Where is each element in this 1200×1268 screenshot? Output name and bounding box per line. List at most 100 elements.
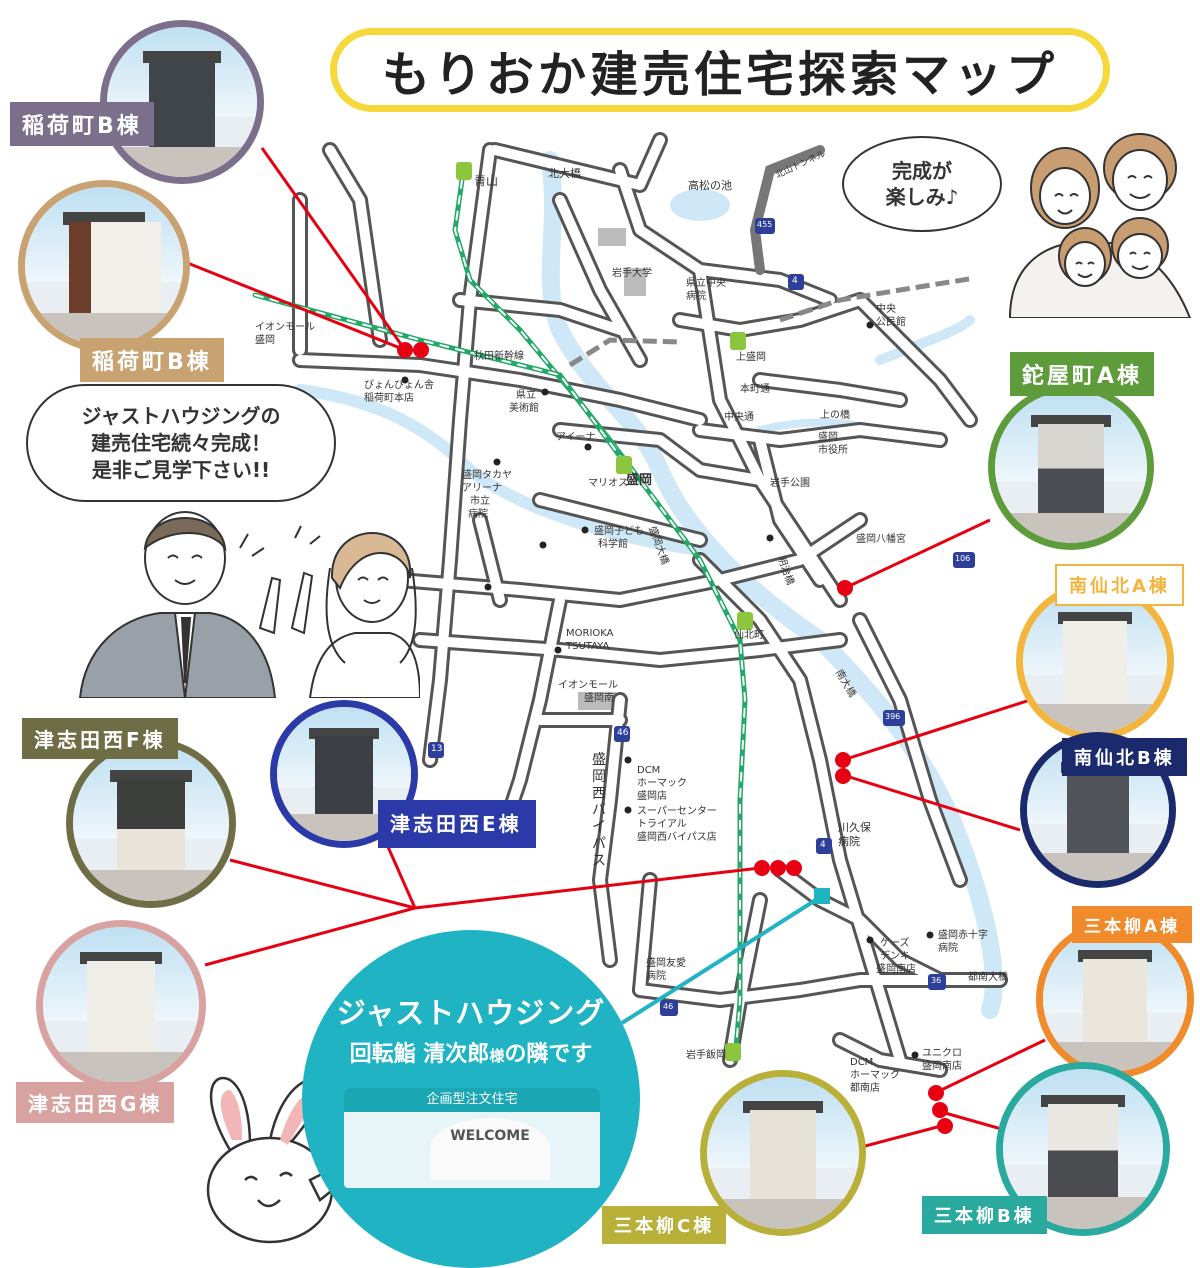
house-label-inaricho-1: 稲荷町B棟 [10, 102, 154, 146]
map-label-tsutaya-1: MORIOKA [566, 628, 614, 639]
map-label-kawakubo-1: 川久保 [838, 821, 871, 834]
office-name: ジャストハウジング [336, 996, 606, 1030]
map-label-chuo-dori: 中央通 [724, 412, 754, 423]
house-label-sanbongi-a: 三本柳A棟 [1072, 906, 1193, 943]
map-label-iwate-iioka: 岩手飯岡 [686, 1050, 726, 1061]
map-label-aeon-morioka-1: イオンモール [255, 322, 315, 333]
map-label-hachimangu: 盛岡八幡宮 [856, 534, 906, 545]
map-label-dcm-2: ホーマック [637, 778, 687, 789]
house-label-nataya: 鉈屋町A棟 [1010, 352, 1155, 396]
poi-dots [401, 321, 934, 1059]
map-label-morioka-station: 盛岡 [626, 473, 653, 488]
map-label-ks-2: デンキ [880, 951, 910, 962]
staff-speech-line-1: ジャストハウジングの [81, 403, 281, 428]
map-label-dcm-1: DCM [637, 765, 661, 776]
map-label-akita-shinkansen: 秋田新幹線 [474, 351, 524, 362]
map-label-central-hospital-1: 県立中央 [686, 278, 726, 289]
office-marker [814, 888, 830, 904]
map-label-aeon-morioka-2: 盛岡 [255, 335, 275, 346]
map-label-kodomo-2: 科学館 [598, 539, 628, 550]
map-label-redcross-1: 盛岡赤十字 [938, 930, 988, 941]
route-shields [428, 218, 975, 1016]
office-connector [620, 894, 824, 1025]
house-label-sanbongi-c: 三本柳C棟 [602, 1206, 727, 1244]
staff-illustration [78, 511, 420, 698]
map-label-kawakubo-2: 病院 [838, 835, 860, 848]
staff-speech-line-2: 建売住宅続々完成！ [91, 430, 271, 455]
map-label-aina: アイーナ [556, 432, 596, 443]
map-label-tsutaya-2: TSUTAYA [566, 641, 610, 652]
map-label-dcm-3: 盛岡店 [637, 791, 667, 802]
route-4b-label: 4 [792, 276, 798, 286]
building [624, 268, 646, 296]
rail-iwate-galaxy-west [568, 337, 681, 368]
office-circle: ジャストハウジング 回転鮨 清次郎様の隣です 企画型注文住宅 WELCOME [302, 930, 640, 1268]
map-label-iwate-univ: 岩手大学 [612, 268, 652, 279]
map-label-pyonpyon-2: 稲荷町本店 [364, 393, 414, 404]
family-speech-line-2: 楽しみ♪ [885, 185, 959, 209]
map-label-dcm-tonan-2: ホーマック [850, 1070, 900, 1081]
map-label-trial-3: 盛岡西バイパス店 [637, 832, 717, 843]
house-photo-tsushida-g [36, 920, 206, 1090]
office-location-suffix: の隣です [504, 1042, 593, 1067]
map-label-uniqlo-2: 盛岡南店 [922, 1061, 962, 1072]
map-label-trial-1: スーパーセンター [637, 806, 717, 817]
map-label-kitaohashi: 北大橋 [548, 167, 581, 180]
office-photo: 企画型注文住宅 WELCOME [344, 1088, 600, 1188]
map-label-museum-2: 美術館 [509, 403, 539, 414]
staff-speech-line-3: 是非ご見学下さい!! [91, 457, 271, 482]
house-photo-nataya [988, 384, 1154, 550]
house-markers [397, 342, 953, 1134]
map-label-honcho: 本町通 [740, 384, 770, 395]
map-label-pyonpyon-1: ぴょんぴょん舎 [364, 380, 434, 391]
family-illustration [1008, 133, 1192, 318]
map-label-city-hospital-2: 病院 [468, 509, 488, 520]
house-label-tsushida-e: 津志田西E棟 [378, 800, 536, 848]
route-455-label: 455 [757, 220, 773, 229]
building [578, 692, 616, 710]
map-label-kodomo-1: 盛岡子ども [594, 526, 644, 537]
map-label-marios: マリオス [588, 478, 628, 489]
map-label-trial-2: トライアル [637, 819, 687, 830]
map-label-arena-2: アリーナ [462, 483, 502, 494]
map-label-chuo-kominkan-2: 公民館 [876, 317, 906, 328]
railways [252, 177, 748, 1063]
building [598, 228, 626, 246]
page-title: もりおか建売住宅探索マップ [381, 47, 1058, 103]
map-label-uenohashi: 上の橋 [820, 410, 850, 421]
house-label-tsushida-f: 津志田西F棟 [22, 718, 178, 759]
map-label-city-hall-2: 市役所 [818, 445, 848, 456]
rail-iwate-galaxy [779, 275, 976, 323]
map-label-dcm-tonan-3: 都南店 [850, 1083, 880, 1094]
map-label-central-hospital-2: 病院 [686, 291, 706, 302]
house-photo-sanbongi-a [1036, 920, 1194, 1078]
house-photo-sanbongi-c [700, 1070, 866, 1236]
expressway [749, 145, 825, 275]
map-label-museum-1: 県立 [516, 390, 536, 401]
map-label-senbokucho: 仙北町 [734, 630, 764, 641]
family-speech-bubble: 完成が 楽しみ♪ [842, 136, 1002, 232]
map-label-arena-1: 盛岡タカヤ [462, 470, 512, 481]
map-label-chuo-kominkan-1: 中央 [876, 304, 896, 315]
map-label-iwate-park: 岩手公園 [770, 478, 810, 489]
map-label-ks-3: 盛岡南店 [876, 964, 916, 975]
title-banner: もりおか建売住宅探索マップ [330, 28, 1110, 112]
route-46-label: 46 [617, 728, 629, 738]
house-photo-inaricho-2 [18, 180, 190, 352]
route-396-label: 396 [885, 712, 901, 721]
connector-lines [184, 147, 1046, 1152]
map-label-takamatsu: 高松の池 [688, 179, 732, 192]
map-label-aeon-minami-2: 盛岡南 [584, 693, 614, 704]
route-36-label: 36 [931, 976, 942, 985]
route-106-label: 106 [955, 554, 971, 563]
map-label-kamimorioka: 上盛岡 [736, 352, 766, 363]
takamatsu-pond [670, 189, 730, 221]
office-location-shop: 回転鮨 清次郎 [349, 1042, 490, 1067]
map-label-aeon-minami-1: イオンモール [558, 680, 618, 691]
map-label-bypass: 盛岡西バイパス [592, 752, 606, 869]
house-photo-tsushida-f [66, 738, 236, 908]
map-label-city-hall-1: 盛岡 [818, 432, 838, 443]
map-label-yuai-2: 病院 [646, 971, 666, 982]
house-label-inaricho-2: 稲荷町B棟 [80, 338, 224, 382]
